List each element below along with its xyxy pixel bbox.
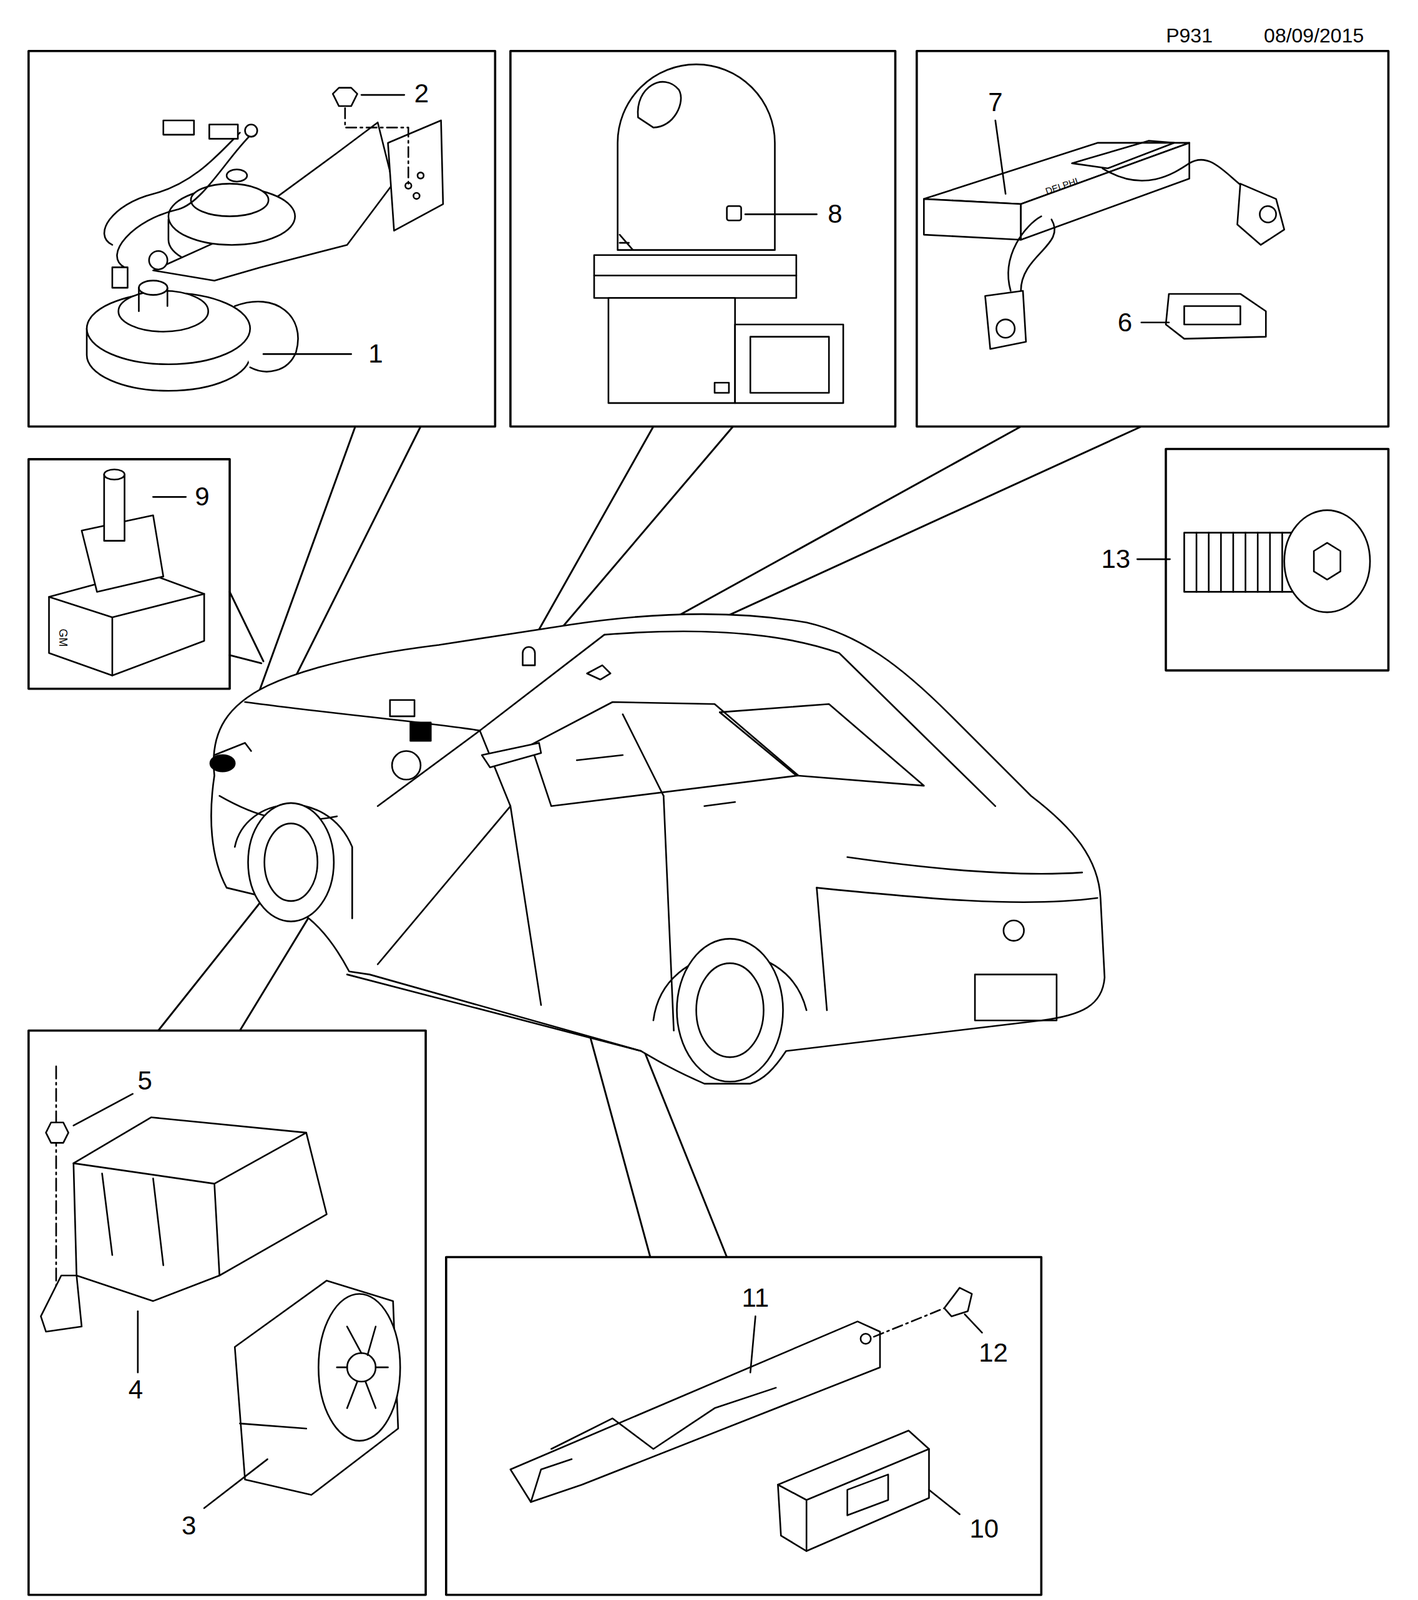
callout-number: 5 bbox=[137, 1067, 153, 1095]
module-drawing bbox=[923, 120, 1284, 349]
callout-number: 13 bbox=[1100, 546, 1131, 573]
switch-drawing bbox=[49, 469, 205, 676]
callout-number: 6 bbox=[1117, 309, 1133, 336]
detail-panel bbox=[28, 459, 230, 690]
callout-number: 8 bbox=[827, 200, 842, 228]
detail-panel bbox=[28, 51, 496, 427]
detail-panel bbox=[1165, 448, 1389, 671]
detail-panel bbox=[510, 51, 896, 427]
callout-number: 11 bbox=[742, 1285, 770, 1312]
sensor-drawing bbox=[594, 64, 844, 404]
horn-drawing bbox=[86, 88, 444, 392]
callout-number: 10 bbox=[969, 1515, 999, 1543]
part-marking: GM bbox=[57, 629, 69, 648]
sheet-date: 08/09/2015 bbox=[1263, 25, 1364, 46]
callout-number: 3 bbox=[181, 1512, 196, 1540]
detail-panel bbox=[916, 51, 1389, 427]
detail-panel bbox=[446, 1257, 1042, 1596]
car-outline bbox=[210, 614, 1105, 1084]
callout-number: 9 bbox=[194, 483, 210, 510]
callout-number: 2 bbox=[414, 80, 429, 107]
screw-drawing bbox=[1137, 510, 1370, 613]
siren-drawing bbox=[40, 1066, 401, 1509]
sheet-code: P931 bbox=[1165, 25, 1213, 46]
callout-number: 1 bbox=[368, 340, 383, 367]
detail-panel bbox=[28, 1031, 426, 1596]
callout-number: 7 bbox=[987, 89, 1003, 116]
bracket-module-drawing bbox=[510, 1288, 983, 1552]
callout-number: 12 bbox=[978, 1339, 1008, 1367]
callout-number: 4 bbox=[128, 1376, 143, 1404]
